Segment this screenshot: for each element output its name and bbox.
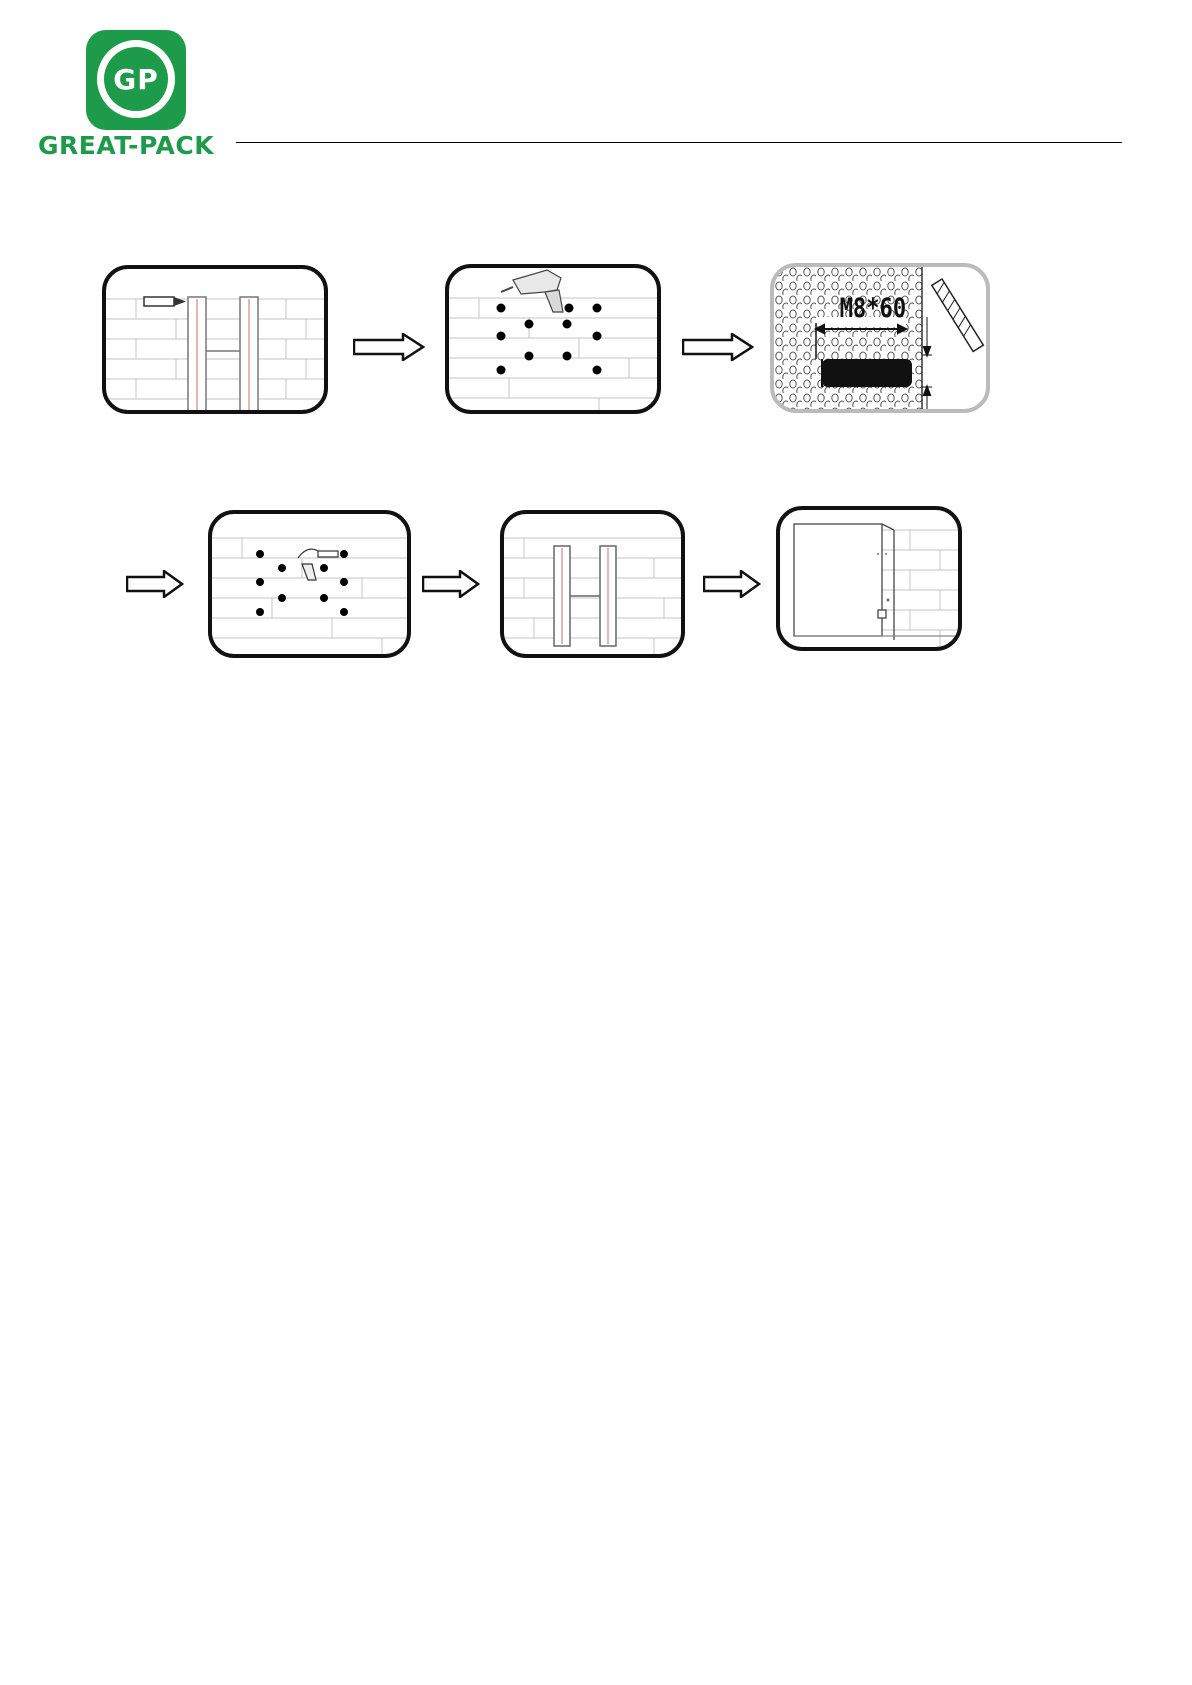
brick-wall-illustration [504, 514, 685, 658]
step-insert-bolts [208, 510, 411, 658]
logo-initials: GP [104, 47, 168, 111]
bracket-icon [554, 546, 616, 646]
arrow-right-icon [126, 570, 184, 603]
drill-hole-markers [497, 304, 602, 375]
logo-badge: GP [86, 30, 186, 130]
bolt-size-label: M8*60 [840, 292, 907, 324]
drill-bit-icon [932, 279, 984, 352]
brick-wall-illustration [780, 510, 962, 651]
step-mark-position [102, 265, 328, 414]
drill-icon [501, 270, 563, 312]
step-mount-bracket [500, 510, 685, 658]
arrow-right-icon [682, 333, 754, 366]
brick-wall-illustration [212, 514, 411, 658]
step-hang-unit [776, 506, 962, 651]
arrow-right-icon [703, 570, 761, 603]
battery-cabinet-icon [794, 524, 962, 640]
arrow-right-icon [353, 333, 425, 366]
pencil-icon [144, 297, 186, 306]
step-anchor-bolt-spec: M8*60 [770, 263, 990, 413]
header-divider [236, 142, 1122, 143]
brick-wall-illustration [449, 268, 661, 414]
company-logo: GP GREAT-PACK [38, 28, 238, 158]
brick-wall-illustration [106, 269, 328, 414]
anchor-bolt-icon [822, 359, 912, 387]
concrete-section-illustration: M8*60 [774, 267, 990, 413]
logo-wordmark: GREAT-PACK [38, 131, 214, 160]
wrench-icon [298, 549, 338, 580]
arrow-right-icon [422, 570, 480, 603]
step-drill-holes [445, 264, 661, 414]
